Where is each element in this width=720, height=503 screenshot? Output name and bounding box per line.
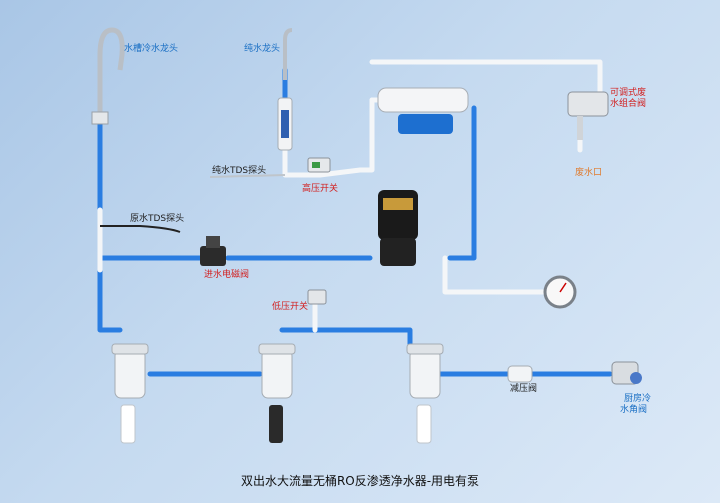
filter-housing-1 — [111, 343, 149, 444]
raw-tds-probe-wire — [100, 225, 181, 233]
pure-faucet-icon — [277, 28, 293, 151]
booster-pump-icon — [378, 190, 418, 266]
tube-to-gauge — [442, 255, 548, 295]
high-pressure-switch-icon — [307, 157, 331, 173]
pressure-gauge-icon — [543, 275, 577, 309]
white-tubing — [97, 59, 603, 333]
label-angle-valve-line1: 厨房冷 — [624, 394, 652, 404]
label-waste-valve-line2: 水组合阀 — [610, 99, 647, 109]
ro-membrane-housing-icon — [377, 87, 469, 134]
inlet-solenoid-icon — [200, 236, 226, 266]
pure-tds-probe-wire — [209, 174, 286, 178]
tube-faucet-to-filter — [97, 109, 123, 333]
diagram-caption: 双出水大流量无桶RO反渗透净水器-用电有泵 — [240, 474, 480, 488]
blue-tubing — [97, 67, 613, 377]
kitchen-faucet-icon — [91, 27, 125, 125]
filter-housing-2 — [258, 343, 296, 443]
label-pure-tds-probe: 纯水TDS探头 — [212, 166, 267, 176]
label-low-pressure-switch: 低压开关 — [272, 302, 309, 312]
label-inlet-solenoid: 进水电磁阀 — [204, 270, 250, 280]
label-pressure-reducer: 减压阀 — [510, 384, 538, 394]
tube-membrane-to-pump — [447, 105, 477, 261]
tube-pure-line — [282, 97, 375, 178]
label-high-pressure-switch: 高压开关 — [302, 184, 339, 194]
low-pressure-switch-icon — [307, 289, 327, 305]
label-pure-faucet: 纯水龙头 — [244, 44, 281, 54]
label-angle-valve-line2: 水角阀 — [620, 405, 648, 415]
waste-valve-icon — [567, 91, 609, 140]
label-kitchen-cold-faucet: 水槽冷水龙头 — [124, 44, 179, 54]
tube-top-white — [369, 59, 603, 95]
filter-housing-3 — [406, 343, 444, 444]
label-raw-tds-probe: 原水TDS探头 — [130, 214, 185, 224]
label-drain-outlet: 废水口 — [575, 168, 603, 178]
tube-lowpressure-to-filter3 — [279, 327, 413, 347]
pressure-reducer-icon — [507, 365, 533, 383]
label-waste-valve-line1: 可调式废 — [610, 88, 647, 98]
angle-valve-icon — [611, 361, 642, 385]
